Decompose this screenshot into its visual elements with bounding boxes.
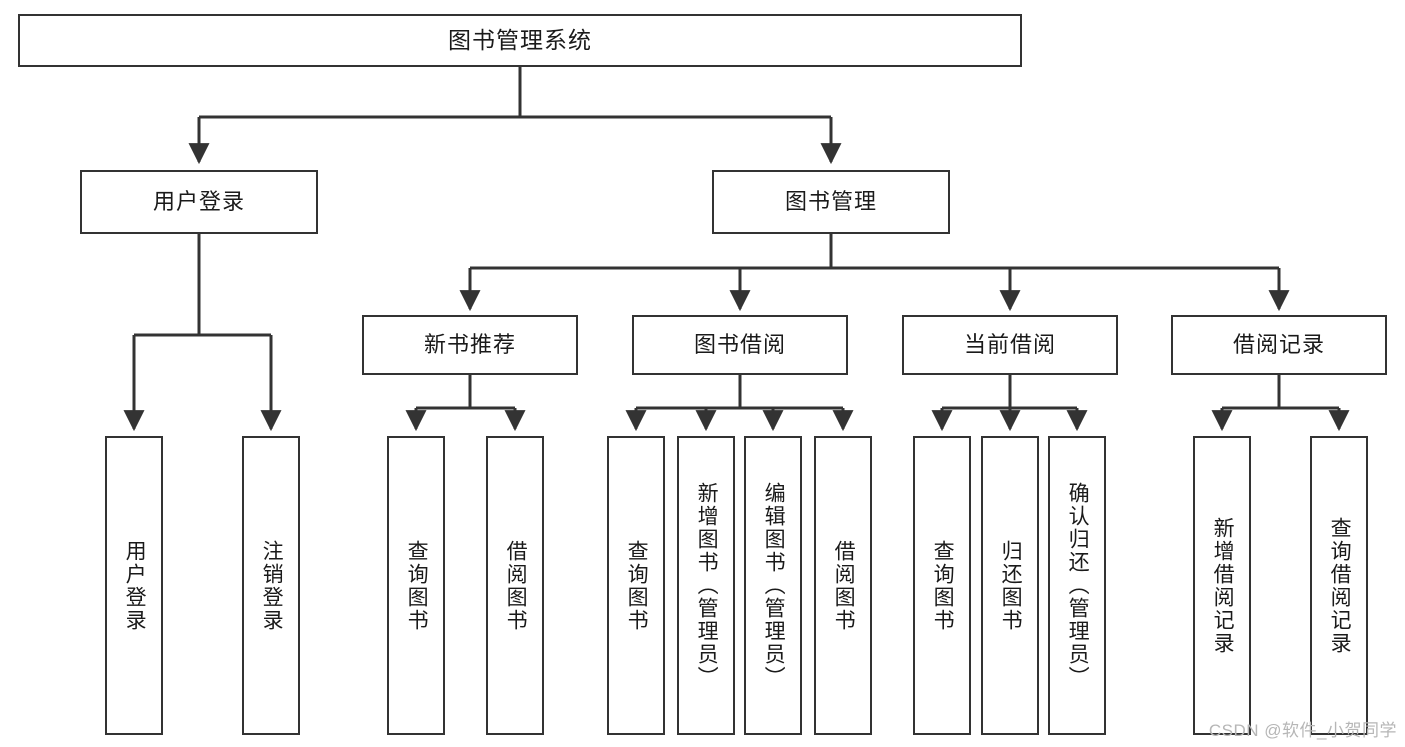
leaf-logout[interactable]: 注销登录 [242, 436, 300, 735]
node-book-borrow[interactable]: 图书借阅 [632, 315, 848, 375]
leaf-edit-book-admin[interactable]: 编辑图书（管理员） [744, 436, 802, 735]
node-current-borrow[interactable]: 当前借阅 [902, 315, 1118, 375]
leaf-borrow-book-recommend[interactable]: 借阅图书 [486, 436, 544, 735]
leaf-query-book-current[interactable]: 查询图书 [913, 436, 971, 735]
leaf-query-book-recommend[interactable]: 查询图书 [387, 436, 445, 735]
leaf-query-borrow-record[interactable]: 查询借阅记录 [1310, 436, 1368, 735]
leaf-return-book[interactable]: 归还图书 [981, 436, 1039, 735]
leaf-add-borrow-record[interactable]: 新增借阅记录 [1193, 436, 1251, 735]
leaf-confirm-return-admin[interactable]: 确认归还（管理员） [1048, 436, 1106, 735]
node-user-login[interactable]: 用户登录 [80, 170, 318, 234]
leaf-user-login[interactable]: 用户登录 [105, 436, 163, 735]
node-new-book-recommend[interactable]: 新书推荐 [362, 315, 578, 375]
node-book-management[interactable]: 图书管理 [712, 170, 950, 234]
leaf-add-book-admin[interactable]: 新增图书（管理员） [677, 436, 735, 735]
leaf-borrow-book[interactable]: 借阅图书 [814, 436, 872, 735]
node-root-system[interactable]: 图书管理系统 [18, 14, 1022, 67]
node-borrow-records[interactable]: 借阅记录 [1171, 315, 1387, 375]
leaf-query-book-borrow[interactable]: 查询图书 [607, 436, 665, 735]
